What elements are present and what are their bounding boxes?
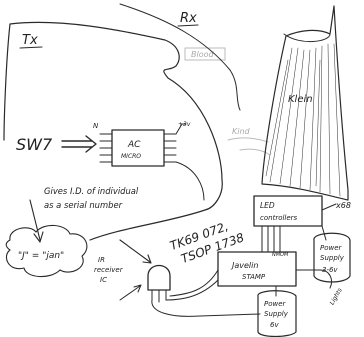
ir-label-line-3: IC — [100, 276, 107, 284]
ir-pointer-arrow — [119, 284, 142, 301]
klein-label: Klein — [288, 94, 313, 105]
led-label-line-2: controllers — [260, 214, 298, 222]
javelin-vdd-small: NMOM — [272, 252, 289, 258]
wires-note: Lights — [329, 287, 344, 306]
n-pin-label: N — [93, 122, 99, 130]
ac-micro-chip: AC MICRO +3v N — [93, 121, 191, 167]
ir-label-line-1: IR — [98, 256, 105, 264]
chip-label-top: AC — [127, 140, 141, 150]
id-bubble-cloud — [5, 224, 88, 278]
sw7-label: SW7 — [16, 135, 53, 154]
vdd-label: +3v — [178, 121, 191, 128]
javelin-label-line-2: STAMP — [242, 273, 266, 281]
faint-background-marks: Blood Kind — [184, 47, 271, 156]
x68-label: x68 — [335, 201, 351, 210]
klein-sail-strands — [265, 43, 341, 197]
note-to-bubble-arrow — [29, 199, 44, 243]
power-supply-3-6v-outline — [313, 232, 351, 283]
ps-left-line-2: Supply — [264, 310, 289, 318]
chip-label-bottom: MICRO — [121, 153, 141, 160]
note-line-1: Gives I.D. of individual — [44, 186, 139, 196]
sw7-arrow — [61, 135, 97, 153]
power-supply-6v-outline — [257, 290, 297, 337]
javelin-stamp-box — [217, 251, 297, 287]
ps-right-line-3: 3-6v — [322, 266, 338, 274]
note-line-2: as a serial number — [44, 200, 123, 210]
led-controllers-box — [253, 195, 323, 227]
tx-label: Tx — [22, 33, 38, 48]
ir-label-line-2: receiver — [94, 266, 124, 274]
id-bubble-text: "J" = "jan" — [18, 251, 64, 261]
ir-receiver-dome — [147, 264, 171, 291]
ps-left-line-3: 6v — [270, 321, 279, 329]
led-javelin-wires — [261, 225, 281, 253]
ps-right-line-1: Power — [320, 244, 343, 252]
rx-boundary-line — [119, 3, 241, 111]
chip-wire-loop — [175, 161, 205, 201]
faint-label-top: Blood — [191, 50, 215, 59]
ps-right-line-2: Supply — [320, 254, 345, 262]
javelin-ground-wire — [151, 269, 333, 317]
ir-signal-arrow — [119, 239, 152, 264]
ps-left-line-1: Power — [264, 300, 287, 308]
led-label-line-1: LED — [260, 201, 275, 210]
ir-to-javelin-wires — [165, 269, 219, 301]
tx-boundary-outline — [3, 21, 223, 241]
javelin-label-line-1: Javelin — [230, 261, 258, 270]
rx-label: Rx — [180, 11, 197, 26]
faint-label-mid: Kind — [232, 127, 251, 136]
